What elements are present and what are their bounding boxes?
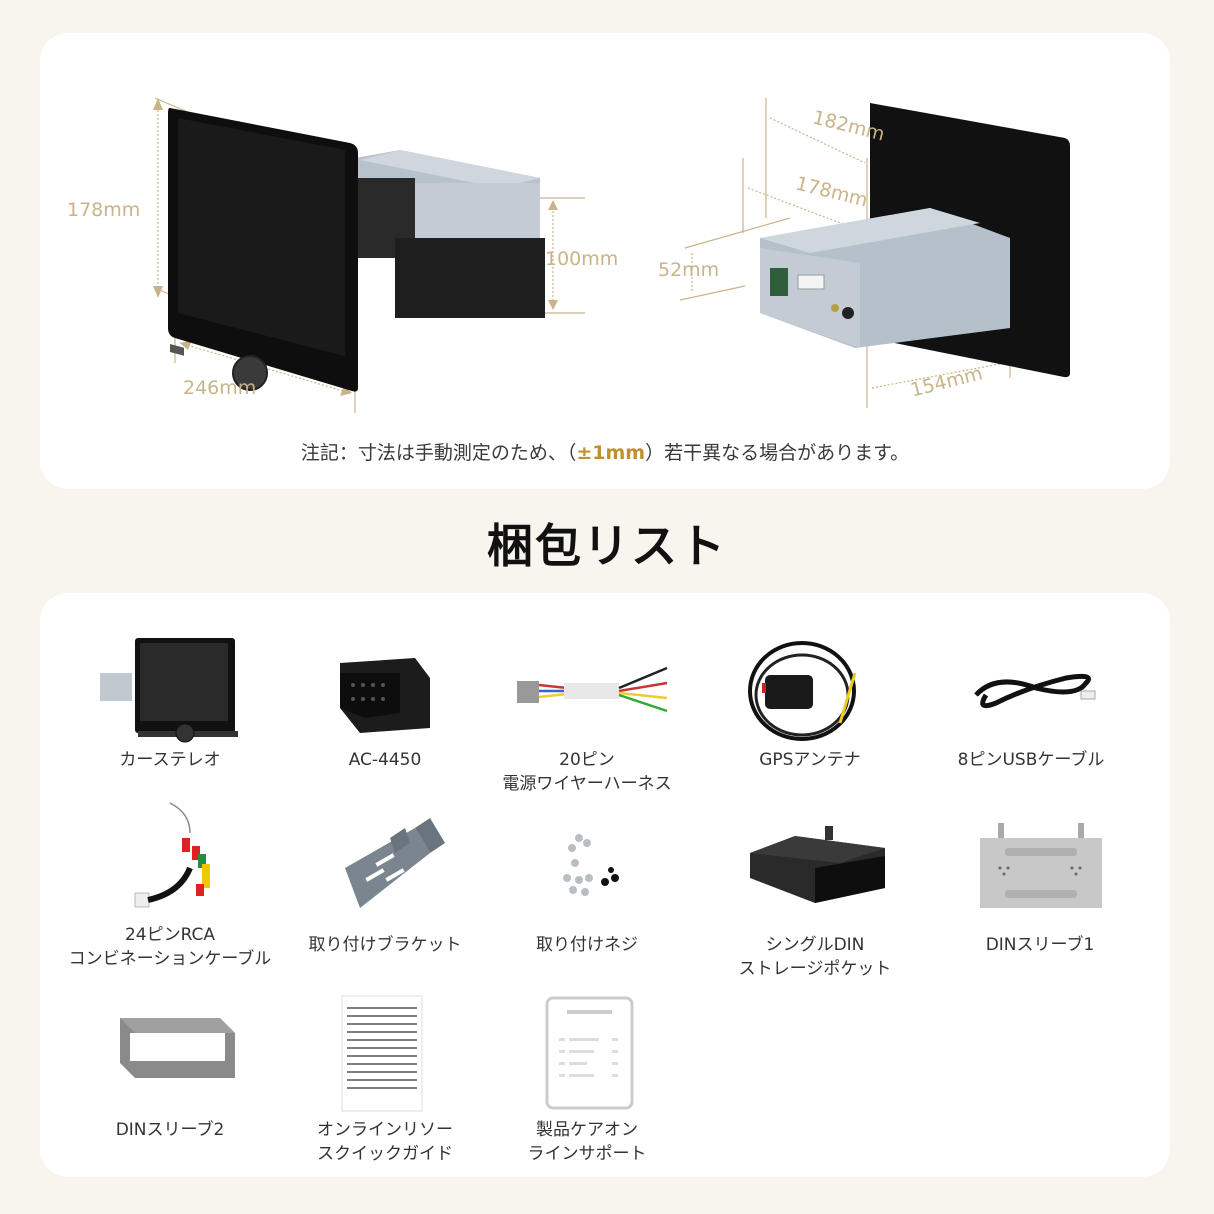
item-label: 取り付けブラケット <box>308 935 462 955</box>
item-label: オンラインリソー スクイックガイド <box>317 1120 453 1164</box>
din-sleeve-2-image <box>120 1018 235 1078</box>
list-item-din-sleeve-1: DINスリーブ1 <box>925 808 1155 957</box>
note-prefix: 注記：寸法は手動測定のため、（ <box>300 442 577 464</box>
list-item-rca-cable: 24ピンRCA コンビネーションケーブル <box>55 798 285 971</box>
item-label: DINスリーブ1 <box>985 935 1095 955</box>
list-item-car-stereo: カーステレオ <box>55 633 285 772</box>
packing-list-title: 梱包リスト <box>487 519 727 573</box>
screws-image <box>563 834 619 896</box>
item-label: AC-4450 <box>348 750 422 770</box>
front-width-label: 246mm <box>183 377 257 399</box>
item-label: 8ピンUSBケーブル <box>957 750 1105 770</box>
item-label: 製品ケアオン ラインサポート <box>527 1120 647 1164</box>
measurement-note: 注記：寸法は手動測定のため、（±1mm）若干異なる場合があります。 <box>40 438 1170 465</box>
list-item-storage-pocket: シングルDIN ストレージポケット <box>700 808 930 981</box>
rca-cable-image <box>134 802 210 908</box>
front-height-label: 178mm <box>67 199 141 221</box>
list-item-din-sleeve-2: DINスリーブ2 <box>55 993 285 1142</box>
item-label: 取り付けネジ <box>536 935 638 955</box>
item-label: カーステレオ <box>119 750 221 770</box>
obd-adapter-image <box>340 658 430 733</box>
note-suffix: ）若干異なる場合があります。 <box>645 442 910 464</box>
list-item-usb-cable: 8ピンUSBケーブル <box>916 633 1146 772</box>
list-item-wire-harness: 20ピン 電源ワイヤーハーネス <box>472 633 702 796</box>
bracket-image <box>345 818 445 908</box>
item-label: DINスリーブ2 <box>115 1120 225 1140</box>
list-item-gps-antenna: GPSアンテナ <box>695 633 925 772</box>
list-item-screws: 取り付けネジ <box>472 808 702 957</box>
quick-guide-image <box>341 995 423 1112</box>
support-card-image <box>545 996 634 1110</box>
item-label: GPSアンテナ <box>759 750 861 770</box>
dimensions-card: 178mm 246mm 100mm 182mm 178mm 52mm 154mm <box>40 33 1170 489</box>
item-label: シングルDIN ストレージポケット <box>738 935 892 979</box>
usb-cable-image <box>974 673 1096 709</box>
list-item-quick-guide: オンラインリソー スクイックガイド <box>270 993 500 1166</box>
rear-view-image <box>680 98 1070 408</box>
din-sleeve-1-image <box>980 823 1102 908</box>
rear-chassis-height-label: 52mm <box>658 259 720 281</box>
list-item-obd-adapter: AC-4450 <box>270 633 500 772</box>
gps-antenna-image <box>748 641 857 741</box>
tolerance-highlight: ±1mm <box>576 442 646 464</box>
item-label: 24ピンRCA コンビネーションケーブル <box>68 925 272 969</box>
storage-pocket-image <box>750 826 885 903</box>
wire-harness-image <box>517 666 668 713</box>
item-label: 20ピン 電源ワイヤーハーネス <box>502 750 672 794</box>
packing-list-card: カーステレオ AC-4450 20ピン 電源ワイヤーハーネス <box>40 593 1170 1177</box>
list-item-support-card: 製品ケアオン ラインサポート <box>472 993 702 1166</box>
front-view-image <box>153 97 585 413</box>
list-item-bracket: 取り付けブラケット <box>270 808 500 957</box>
front-chassis-height-label: 100mm <box>545 248 619 270</box>
car-stereo-image <box>100 638 238 743</box>
